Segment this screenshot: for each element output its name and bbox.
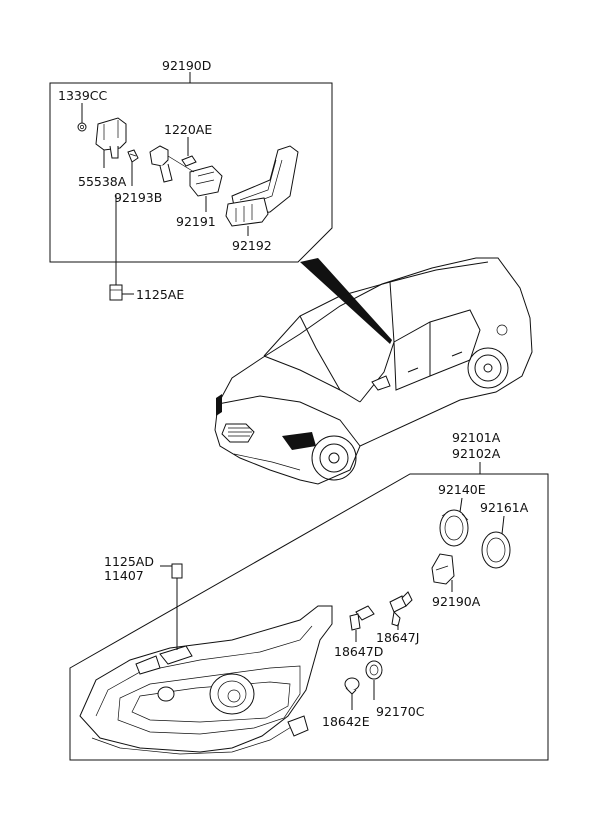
bolt-1125ae[interactable] <box>109 195 134 301</box>
label-11407: 11407 <box>104 568 144 583</box>
bolt-1125ad[interactable] <box>160 563 183 650</box>
leveling-unit-box <box>49 82 333 263</box>
headlamp-housing[interactable] <box>79 605 333 755</box>
label-1125ad: 1125AD <box>104 554 154 569</box>
screw-1220ae[interactable] <box>181 155 197 167</box>
location-pointer <box>300 258 392 344</box>
label-18647j: 18647J <box>376 630 419 645</box>
car-illustration <box>214 257 533 485</box>
label-1220ae: 1220AE <box>164 122 212 137</box>
cap-92161a[interactable] <box>481 515 511 569</box>
label-92161a: 92161A <box>480 500 529 515</box>
label-18642e: 18642E <box>322 714 370 729</box>
bulb-18642e[interactable] <box>344 677 360 710</box>
label-92102a: 92102A <box>452 446 501 461</box>
bracket-55538a[interactable] <box>95 117 127 159</box>
label-92190d: 92190D <box>162 58 211 73</box>
socket-92190a[interactable] <box>431 553 455 592</box>
label-1339cc: 1339CC <box>58 88 108 103</box>
bulb-18647d[interactable] <box>349 605 375 642</box>
label-92170c: 92170C <box>376 704 425 719</box>
bracket-92192[interactable] <box>225 145 299 227</box>
label-92140e: 92140E <box>438 482 486 497</box>
leveling-unit-group <box>49 72 333 263</box>
label-92190a: 92190A <box>432 594 481 609</box>
socket-92170c[interactable] <box>365 660 383 700</box>
label-1125ae: 1125AE <box>136 287 184 302</box>
headlamp-assembly-group <box>69 462 549 761</box>
bulb-18647j[interactable] <box>389 591 413 630</box>
cap-92140e[interactable] <box>439 497 469 547</box>
label-92192: 92192 <box>232 238 272 253</box>
nut-1339cc[interactable] <box>77 122 87 132</box>
label-92101a: 92101A <box>452 430 501 445</box>
label-92191: 92191 <box>176 214 216 229</box>
car-headlamp-location <box>282 432 316 450</box>
actuator-92191[interactable] <box>149 145 223 197</box>
label-18647d: 18647D <box>334 644 383 659</box>
clip-92193b[interactable] <box>127 149 139 163</box>
label-92193b: 92193B <box>114 190 162 205</box>
headlamp-assembly-box <box>69 473 549 761</box>
label-55538a: 55538A <box>78 174 127 189</box>
